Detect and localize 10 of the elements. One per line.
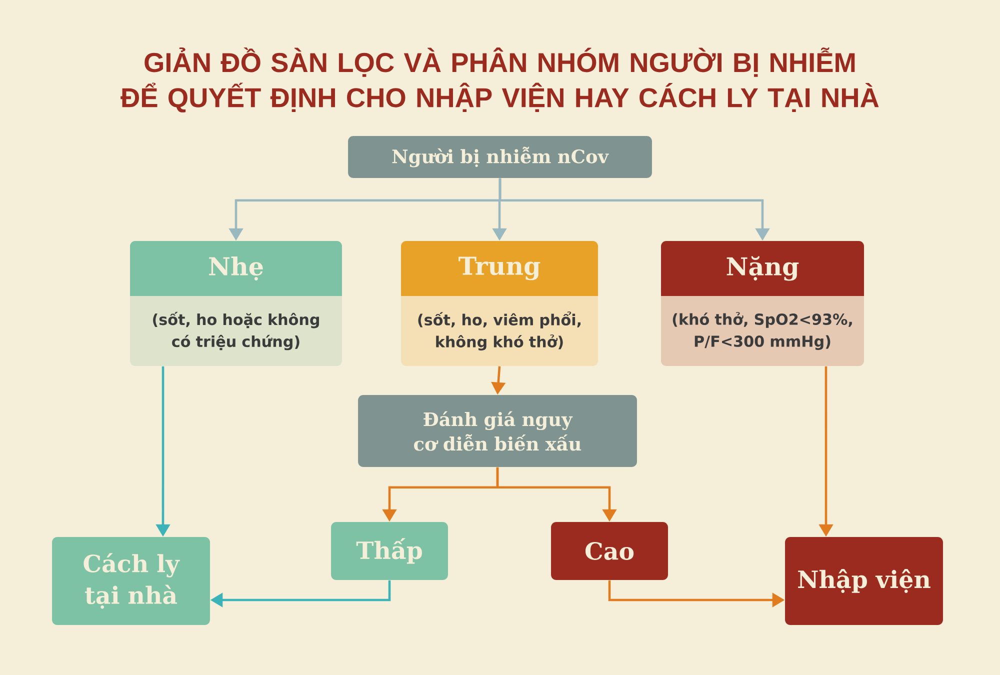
title: GIẢN ĐỒ SÀN LỌC VÀ PHÂN NHÓM NGƯỜI BỊ NHIỄM ĐỂ QUYẾT ĐỊNH CHO NHẬP VIỆN HAY CÁCH LY TẠI NHÀ [120,48,879,112]
category-box: Nhẹ (sốt, ho hoặc không có triệu chứng) [130,241,342,366]
process-box: Thấp [331,522,448,580]
process-box: Cách ly tại nhà [52,537,210,625]
category-box: Trung (sốt, ho, viêm phổi, không khó thở) [401,241,598,366]
process-box: Nhập viện [785,537,943,625]
process-box: Cao [551,522,668,580]
process-box: Đánh giá nguy cơ diễn biến xấu [358,395,637,467]
category-box: Nặng (khó thở, SpO2<93%, P/F<300 mmHg) [661,241,864,366]
process-box: Người bị nhiễm nCov [348,136,652,178]
